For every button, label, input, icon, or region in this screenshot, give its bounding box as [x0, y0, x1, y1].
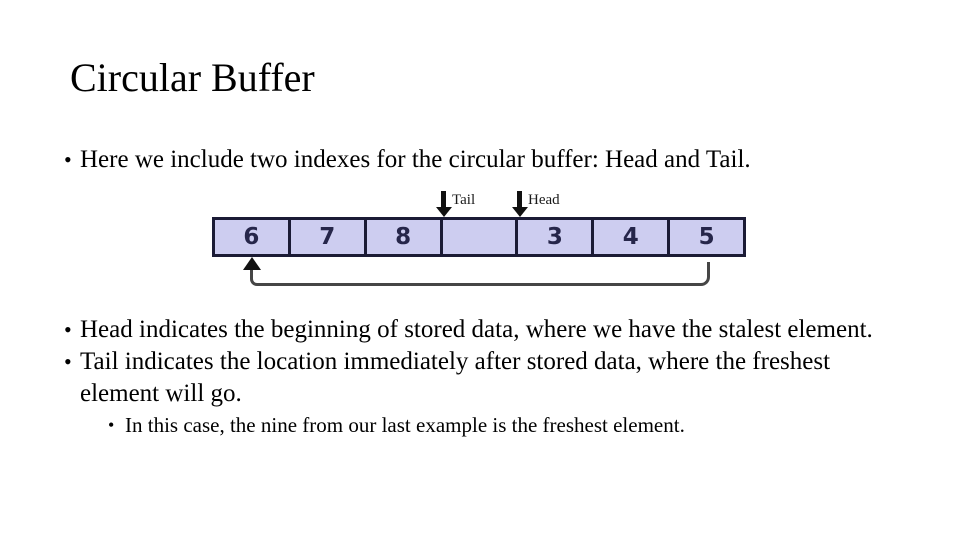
buffer-cell: 7: [290, 220, 367, 254]
intro-bullet: • Here we include two indexes for the ci…: [64, 144, 894, 176]
tail-bullet-text: Tail indicates the location immediately …: [80, 348, 831, 407]
buffer-cell: 8: [366, 220, 443, 254]
head-label: Head: [528, 192, 560, 208]
wraparound-arrowhead-icon: [243, 257, 261, 270]
lower-bullets: • Head indicates the beginning of stored…: [64, 314, 880, 439]
buffer-cell: [442, 220, 519, 254]
buffer-cell: 6: [215, 220, 291, 254]
tail-bullet: • Tail indicates the location immediatel…: [64, 346, 880, 410]
bullet-dot-icon: •: [64, 147, 72, 172]
tail-label: Tail: [452, 192, 476, 208]
bullet-dot-icon: •: [108, 415, 115, 435]
wraparound-arrow: [250, 262, 710, 286]
intro-bullet-text: Here we include two indexes for the circ…: [80, 146, 751, 173]
sub-bullet: • In this case, the nine from our last e…: [108, 411, 880, 439]
head-bullet-text: Head indicates the beginning of stored d…: [80, 316, 873, 343]
buffer-cell: 4: [594, 220, 671, 254]
head-bullet: • Head indicates the beginning of stored…: [64, 314, 880, 346]
buffer-cell: 3: [518, 220, 595, 254]
sub-bullet-text: In this case, the nine from our last exa…: [125, 413, 685, 437]
slide-title: Circular Buffer: [70, 55, 315, 100]
buffer-cell: 5: [670, 220, 744, 254]
bullet-dot-icon: •: [64, 317, 72, 342]
bullet-dot-icon: •: [64, 349, 72, 374]
